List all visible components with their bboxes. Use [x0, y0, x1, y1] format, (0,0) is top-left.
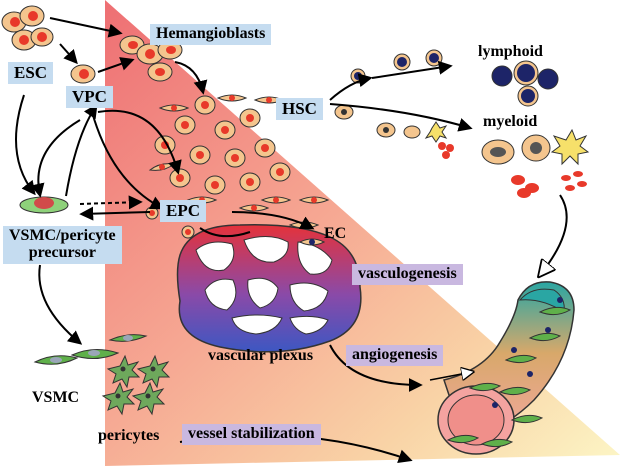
label-vpc: VPC [66, 86, 113, 108]
label-vsmc-pericyte-precursor: VSMC/pericyte precursor [3, 226, 122, 264]
label-vasculogenesis: vasculogenesis [352, 264, 463, 285]
lineage-arrows [15, 17, 473, 463]
label-vessel-stabilization: vessel stabilization [182, 424, 321, 445]
vascular-plexus [176, 224, 362, 353]
hollow-arrow [540, 194, 568, 275]
pericyte-cells [101, 354, 171, 416]
lymphoid-cells [350, 49, 559, 107]
hemangioblast-cells [119, 35, 183, 82]
label-pericytes: pericytes [98, 427, 160, 444]
epc-bidirectional-arrow [79, 195, 143, 210]
label-hemangioblasts: Hemangioblasts [150, 24, 272, 45]
vpc-cells [70, 64, 96, 84]
precursor-cell [19, 196, 69, 214]
vsmc-cells [33, 334, 148, 365]
label-esc: ESC [8, 62, 54, 84]
mature-vessel [437, 281, 575, 455]
label-lymphoid: lymphoid [478, 43, 543, 60]
label-precursor-line2: precursor [28, 243, 96, 261]
label-hsc: HSC [276, 98, 323, 120]
label-vsmc: VSMC [32, 389, 80, 406]
label-vascular-plexus: vascular plexus [208, 347, 314, 364]
label-precursor-line1: VSMC/pericyte [9, 227, 116, 244]
label-epc: EPC [160, 200, 206, 222]
label-ec: EC [324, 225, 347, 242]
myeloid-cells [334, 104, 590, 198]
label-myeloid: myeloid [483, 113, 538, 130]
esc-cells [1, 5, 54, 51]
label-angiogenesis: angiogenesis [346, 345, 444, 366]
